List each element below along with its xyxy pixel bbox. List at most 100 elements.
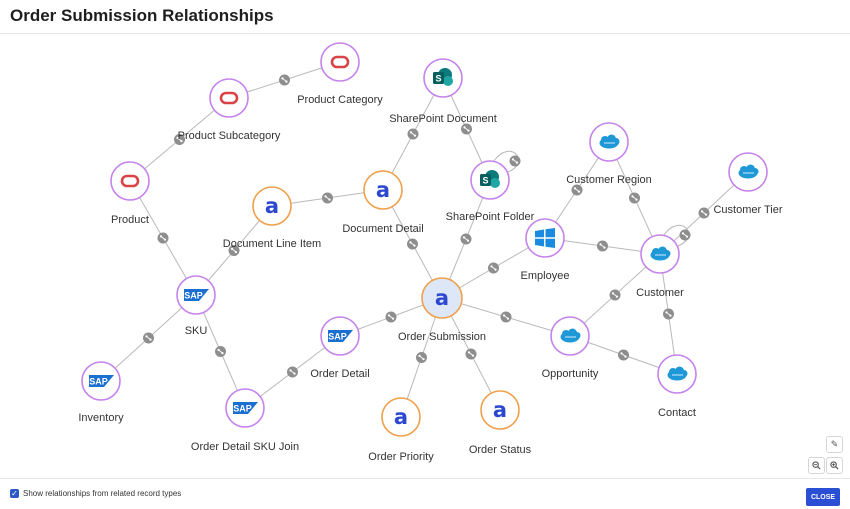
node-label: Document Line Item xyxy=(223,238,321,250)
zoom-out-icon[interactable] xyxy=(808,457,825,474)
connectors-layer xyxy=(143,74,710,378)
node-circle[interactable] xyxy=(381,397,421,437)
node-sku[interactable]: SAP SKU xyxy=(176,275,216,337)
node-label: Order Status xyxy=(469,444,532,456)
svg-text:a: a xyxy=(376,178,390,202)
relationship-connector-icon[interactable] xyxy=(460,233,472,245)
node-label: SKU xyxy=(185,325,208,337)
node-contact[interactable]: Contact xyxy=(657,354,697,419)
node-sharepoint-folder[interactable]: S SharePoint Folder xyxy=(446,160,535,223)
node-customer-tier[interactable]: Customer Tier xyxy=(713,152,783,216)
node-circle[interactable] xyxy=(252,186,292,226)
self-loop-sharepoint_folder xyxy=(493,150,520,173)
node-label: Customer Region xyxy=(566,174,652,186)
node-label: Document Detail xyxy=(342,223,423,235)
node-label: Product Category xyxy=(297,94,383,106)
node-label: SharePoint Folder xyxy=(446,211,535,223)
relationship-connector-icon[interactable] xyxy=(571,184,583,196)
node-customer[interactable]: Customer xyxy=(636,234,684,299)
relationship-connector-icon[interactable] xyxy=(416,352,427,363)
relationship-connector-icon[interactable] xyxy=(407,238,418,250)
relationship-connector-icon[interactable] xyxy=(618,349,629,361)
svg-text:a: a xyxy=(265,194,279,218)
relationship-connector-icon[interactable] xyxy=(609,289,621,301)
relationship-connector-icon[interactable] xyxy=(663,308,674,320)
sap-icon: SAP xyxy=(328,330,353,342)
relationship-connector-icon[interactable] xyxy=(174,134,185,145)
node-label: SharePoint Document xyxy=(389,113,497,125)
relationship-connector-icon[interactable] xyxy=(698,207,710,219)
node-circle[interactable] xyxy=(525,218,565,258)
relationship-connector-icon[interactable] xyxy=(597,240,608,252)
relationship-connector-icon[interactable] xyxy=(322,192,333,204)
appian-icon: a xyxy=(265,194,279,218)
sharepoint-icon: S xyxy=(433,68,453,86)
svg-text:a: a xyxy=(493,398,507,422)
relationship-graph[interactable]: Product Category Product SubcategoryProdu… xyxy=(0,0,850,478)
node-product[interactable]: Product xyxy=(110,161,150,226)
zoom-in-icon[interactable] xyxy=(826,457,843,474)
node-circle[interactable] xyxy=(363,170,403,210)
node-label: Product xyxy=(111,214,149,226)
salesforce-icon xyxy=(560,328,581,343)
page-title: Order Submission Relationships xyxy=(10,6,274,25)
svg-text:SAP: SAP xyxy=(328,332,347,342)
node-employee[interactable]: Employee xyxy=(521,218,570,282)
relationship-connector-icon[interactable] xyxy=(157,232,169,244)
svg-text:SAP: SAP xyxy=(184,291,203,301)
sap-icon: SAP xyxy=(89,375,114,387)
relationship-connector-icon[interactable] xyxy=(500,311,512,323)
node-label: Inventory xyxy=(78,412,124,424)
node-inventory[interactable]: SAP Inventory xyxy=(78,361,124,424)
svg-text:SAP: SAP xyxy=(89,377,108,387)
sap-icon: SAP xyxy=(184,289,209,301)
close-button[interactable]: CLOSE xyxy=(806,488,840,506)
node-product-category[interactable]: Product Category xyxy=(297,42,383,106)
salesforce-icon xyxy=(650,246,671,261)
svg-text:a: a xyxy=(435,286,449,310)
node-circle[interactable] xyxy=(480,390,520,430)
node-customer-region[interactable]: Customer Region xyxy=(566,122,652,186)
relationship-connector-icon[interactable] xyxy=(287,366,298,378)
svg-text:a: a xyxy=(394,405,408,429)
relationship-connector-icon[interactable] xyxy=(279,74,290,86)
node-label: Customer Tier xyxy=(713,204,782,216)
svg-text:SAP: SAP xyxy=(233,404,252,414)
relationship-connector-icon[interactable] xyxy=(228,245,240,256)
relationship-connector-icon[interactable] xyxy=(465,348,477,360)
relationship-connector-icon[interactable] xyxy=(488,262,499,274)
svg-text:S: S xyxy=(482,176,488,186)
node-label: Opportunity xyxy=(542,368,599,380)
node-circle[interactable] xyxy=(209,78,249,118)
node-circle[interactable] xyxy=(320,42,360,82)
relationship-connector-icon[interactable] xyxy=(385,311,397,323)
relationship-connector-icon[interactable] xyxy=(679,229,691,241)
relationship-connector-icon[interactable] xyxy=(461,123,472,135)
footer-divider xyxy=(0,478,850,479)
node-sharepoint-document[interactable]: S SharePoint Document xyxy=(389,58,497,125)
show-relationships-checkbox[interactable]: ✓ xyxy=(10,489,19,498)
appian-icon: a xyxy=(493,398,507,422)
relationship-connector-icon[interactable] xyxy=(215,346,226,357)
self-loop-customer xyxy=(663,224,690,247)
pencil-icon[interactable]: ✎ xyxy=(826,436,843,453)
node-product-subcategory[interactable]: Product Subcategory xyxy=(178,78,281,142)
salesforce-icon xyxy=(667,366,688,381)
node-label: Order Detail SKU Join xyxy=(191,441,299,453)
node-opportunity[interactable]: Opportunity xyxy=(542,316,599,380)
node-circle[interactable] xyxy=(110,161,150,201)
relationship-connector-icon[interactable] xyxy=(143,332,154,344)
node-order-detail-sku-join[interactable]: SAP Order Detail SKU Join xyxy=(191,388,299,453)
relationship-connector-icon[interactable] xyxy=(407,128,419,140)
relationship-connector-icon[interactable] xyxy=(509,155,521,167)
oracle-icon xyxy=(219,91,239,105)
node-circle[interactable] xyxy=(421,277,463,319)
relationship-connector-icon[interactable] xyxy=(629,192,640,204)
salesforce-icon xyxy=(599,134,620,149)
